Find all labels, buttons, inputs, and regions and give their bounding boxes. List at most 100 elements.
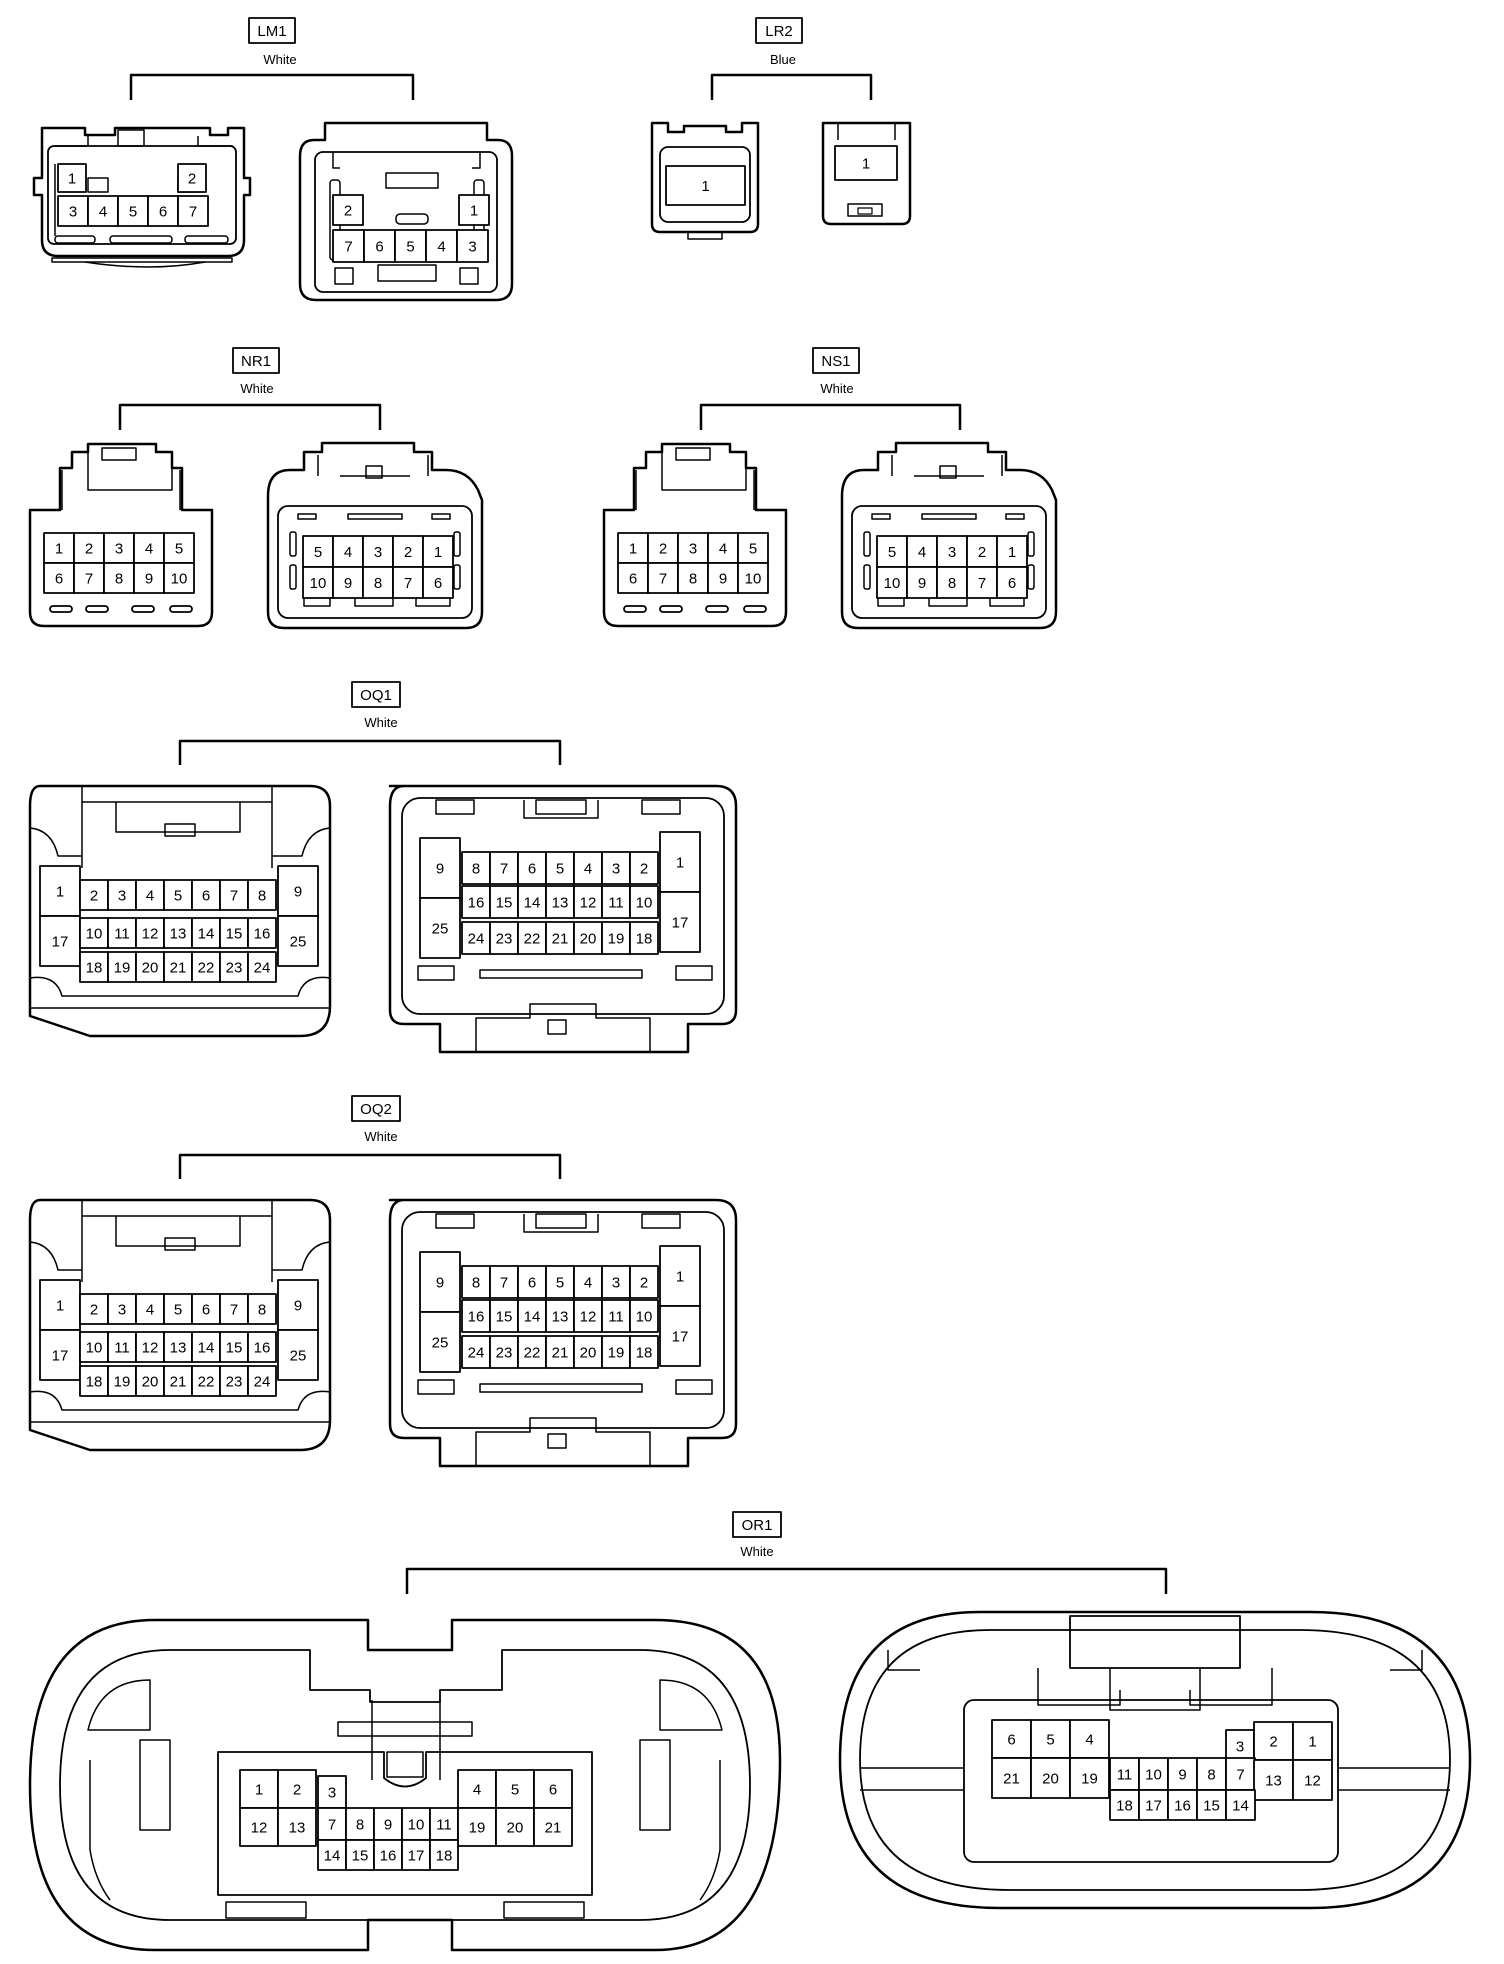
pin-number: 11 [114, 1340, 130, 1357]
pin-cell [135, 917, 165, 949]
svg-text:NS1: NS1 [821, 353, 850, 370]
connector-lm1-female [32, 126, 252, 268]
pin-number: 7 [230, 888, 238, 905]
pin-number: 18 [1116, 1798, 1133, 1815]
connector-oq1-male [388, 784, 738, 1054]
pin-number: 21 [1003, 1771, 1020, 1788]
pin-cell [545, 851, 575, 885]
pin-number: 20 [580, 931, 597, 948]
pin-number: 13 [552, 1309, 569, 1326]
svg-text:White: White [364, 1129, 397, 1144]
pin-cell [247, 917, 277, 949]
pin-cell [277, 1329, 319, 1381]
pin-number: 14 [198, 926, 215, 943]
pin-number: 1 [701, 178, 709, 195]
pin-number: 6 [1007, 1732, 1015, 1749]
pin-number: 13 [289, 1820, 306, 1837]
label-ns1: NS1 White [699, 347, 962, 430]
pin-cell [163, 879, 193, 911]
connector-oq1-female [28, 784, 332, 1038]
pin-number: 5 [749, 541, 757, 558]
pin-number: 19 [1081, 1771, 1098, 1788]
pin-number: 6 [528, 861, 536, 878]
pin-cell [107, 879, 137, 911]
pin-cell [419, 897, 461, 959]
pin-cell [429, 1839, 459, 1871]
pin-cell [247, 1293, 277, 1325]
pin-number: 21 [545, 1820, 562, 1837]
pin-number: 3 [118, 1302, 126, 1319]
pin-number: 4 [584, 1275, 592, 1292]
pin-number: 6 [375, 239, 383, 256]
connector-or1-female [28, 1618, 782, 1952]
svg-text:OQ2: OQ2 [360, 1101, 392, 1118]
pin-number: 5 [175, 541, 183, 558]
pin-number: 1 [676, 855, 684, 872]
pin-number: 6 [1008, 575, 1016, 592]
pin-number: 10 [310, 575, 327, 592]
pin-number: 25 [432, 1335, 449, 1352]
pin-number: 6 [55, 571, 63, 588]
pin-number: 11 [114, 926, 130, 943]
pin-cell [163, 917, 193, 949]
pin-number: 1 [470, 203, 478, 220]
pin-number: 17 [408, 1848, 425, 1865]
pin-number: 1 [68, 171, 76, 188]
connector-nr1-female [28, 442, 214, 628]
pin-number: 16 [468, 895, 485, 912]
pin-number: 3 [118, 888, 126, 905]
pin-number: 10 [745, 571, 762, 588]
pin-cell [659, 831, 701, 893]
svg-text:White: White [263, 52, 296, 67]
pin-number: 12 [142, 926, 159, 943]
pin-cell [517, 1299, 547, 1333]
svg-text:OR1: OR1 [742, 1517, 773, 1534]
pin-cell [425, 229, 458, 263]
pin-number: 16 [254, 926, 271, 943]
pin-cell [43, 562, 75, 594]
pin-number: 3 [612, 861, 620, 878]
pins-lr2-female: 1 [701, 178, 709, 195]
pin-number: 25 [290, 934, 307, 951]
pin-cell [247, 879, 277, 911]
pin-cell [517, 851, 547, 885]
pin-cell [73, 562, 105, 594]
pin-cell [135, 1331, 165, 1363]
pin-number: 15 [226, 926, 243, 943]
pin-cell [629, 851, 659, 885]
pin-cell [117, 195, 149, 227]
pin-number: 8 [1207, 1767, 1215, 1784]
pin-number: 4 [719, 541, 727, 558]
pin-number: 7 [659, 571, 667, 588]
pin-number: 1 [255, 1782, 263, 1799]
pin-number: 3 [115, 541, 123, 558]
pin-number: 16 [468, 1309, 485, 1326]
pin-cell [39, 1329, 81, 1381]
pin-number: 2 [90, 888, 98, 905]
pin-number: 3 [374, 544, 382, 561]
pin-number: 4 [99, 204, 107, 221]
svg-text:Blue: Blue [770, 52, 796, 67]
svg-text:White: White [820, 381, 853, 396]
pin-number: 4 [473, 1782, 481, 1799]
pin-cell [57, 163, 87, 193]
pin-cell [219, 1331, 249, 1363]
pin-cell [392, 535, 424, 568]
pin-cell [332, 229, 365, 263]
pin-cell [39, 915, 81, 967]
pin-cell [461, 1265, 491, 1299]
pin-number: 3 [1236, 1739, 1244, 1756]
pin-cell [517, 1335, 547, 1369]
pin-cell [966, 566, 998, 599]
pin-number: 7 [1236, 1767, 1244, 1784]
pin-cell [936, 566, 968, 599]
pin-number: 2 [404, 544, 412, 561]
connector-oq2-male [388, 1198, 738, 1468]
pin-number: 4 [437, 239, 445, 256]
svg-text:NR1: NR1 [241, 353, 271, 370]
pin-cell [1196, 1757, 1227, 1791]
pin-number: 14 [324, 1848, 341, 1865]
pin-cell [302, 535, 334, 568]
